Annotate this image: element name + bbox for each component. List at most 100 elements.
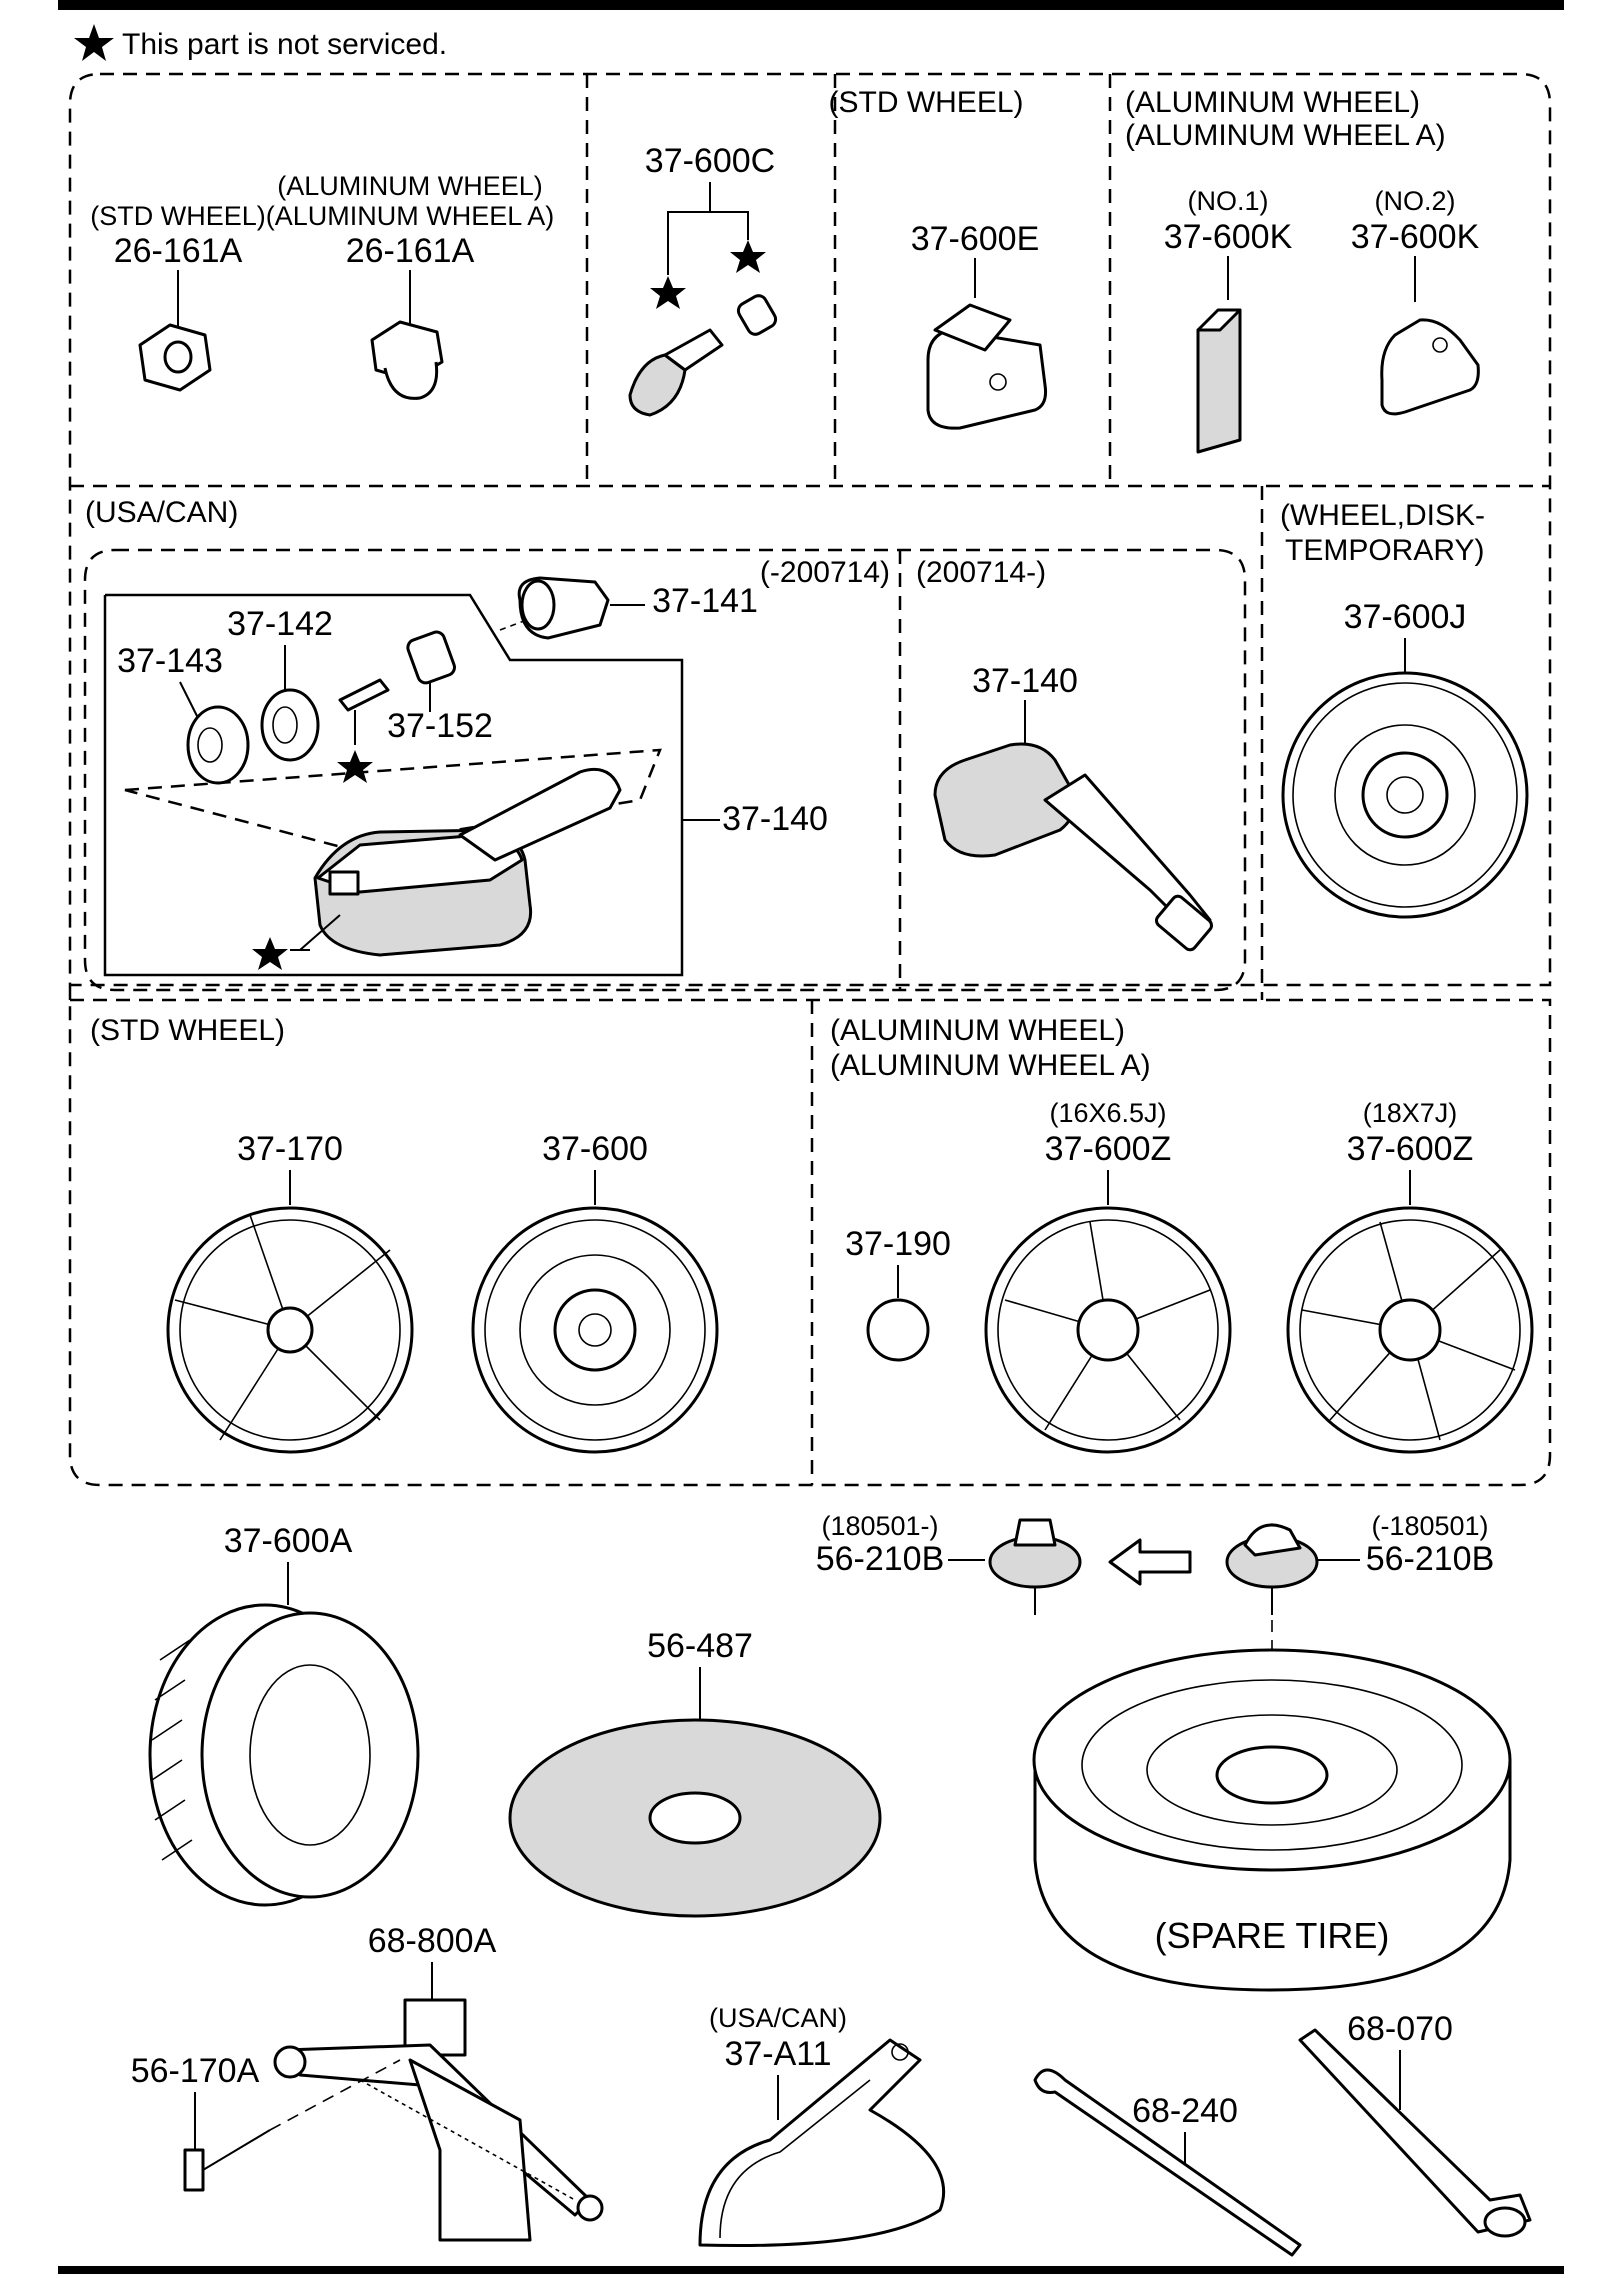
arrow-icon [1108, 1538, 1192, 1586]
part-number: 37-170 [237, 1130, 343, 1168]
alu-wheel-18-group: (18X7J) 37-600Z [1286, 1098, 1534, 1454]
tpms-early-date: (-200714) [760, 556, 890, 589]
qualifier: (NO.1) [1188, 186, 1269, 216]
spare-bolt-icon [1225, 1523, 1319, 1615]
part-number: 37-600K [1164, 218, 1293, 256]
spare-tire-group: (SPARE TIRE) [1032, 1648, 1512, 1992]
variant-label: (STD WHEEL) [90, 201, 266, 231]
alu-wheels-variant-1: (ALUMINUM WHEEL) [830, 1014, 1125, 1047]
part-number: 37-600Z [1045, 1130, 1172, 1168]
spare-tire-icon [1032, 1648, 1512, 1992]
clip-weight-icon [926, 303, 1047, 430]
spare-bolt-old-group: (-180501) 56-210B [1225, 1511, 1495, 1615]
part-number: 68-240 [1132, 2092, 1238, 2130]
variant-label-1: (ALUMINUM WHEEL) [277, 171, 543, 201]
lug-wrench-icon [1298, 2028, 1532, 2238]
part-number: 37-600K [1351, 218, 1480, 256]
part-number: 26-161A [346, 232, 475, 270]
part-number: 37-600A [224, 1522, 353, 1560]
part-number: 26-161A [114, 232, 243, 270]
legend: This part is not serviced. [74, 24, 447, 61]
variant-label-1: (ALUMINUM WHEEL) [1125, 86, 1420, 119]
top-rule [58, 0, 1564, 10]
bolt-part-number: 56-170A [131, 2052, 260, 2090]
frame-bottom [68, 998, 1552, 1487]
alloy-wheel-icon [1286, 1206, 1534, 1454]
part-number: 37-600 [542, 1130, 648, 1168]
tire-group: 37-600A [148, 1522, 420, 1907]
part-number: 37-600Z [1347, 1130, 1474, 1168]
variant-label-2: (ALUMINUM WHEEL A) [266, 201, 555, 231]
part-number: 37-140 [722, 800, 828, 838]
mat-icon [508, 1718, 882, 1918]
adhesive-weight-icon [1196, 308, 1242, 454]
part-number: 37-142 [227, 605, 333, 643]
variant-label-2: TEMPORARY) [1285, 534, 1484, 567]
tire-icon [148, 1603, 420, 1907]
date-label: (-180501) [1371, 1511, 1488, 1541]
part-number: 37-A11 [724, 2035, 831, 2073]
spare-tire-label: (SPARE TIRE) [1155, 1915, 1390, 1956]
tpms-late-date: (200714-) [916, 556, 1046, 589]
jack-handle-icon [1033, 2068, 1302, 2257]
hex-nut-icon [138, 323, 212, 392]
tpms-sensor-icon [313, 767, 622, 957]
wheel-cover-group: 37-170 [166, 1130, 414, 1454]
star-icon [252, 937, 288, 970]
jack-group: 68-800A 56-170A [131, 1922, 604, 2242]
wheel-cover-icon [166, 1206, 414, 1454]
valve-core-icon [338, 678, 390, 712]
alu-wheels-variant-2: (ALUMINUM WHEEL A) [830, 1049, 1151, 1082]
grommet-icon [186, 705, 250, 785]
lug-nut-std-group: (STD WHEEL) 26-161A [90, 201, 266, 392]
balance-weight-alu-group: (ALUMINUM WHEEL) (ALUMINUM WHEEL A) (NO.… [1125, 86, 1480, 454]
steel-wheel-group: 37-600 [471, 1130, 719, 1454]
valve-group: 37-600C [628, 142, 778, 417]
part-number: 37-600J [1344, 598, 1467, 636]
size-label: (18X7J) [1363, 1098, 1458, 1128]
star-icon [650, 276, 686, 309]
balance-weight-std-group: (STD WHEEL) 37-600E [829, 86, 1047, 430]
part-number: 37-152 [387, 707, 493, 745]
star-icon [730, 240, 766, 273]
wrench-group: 68-070 [1298, 2010, 1532, 2238]
std-wheels-variant: (STD WHEEL) [90, 1014, 285, 1047]
part-number: 37-600E [911, 220, 1040, 258]
tpms-early-group: 37-143 37-142 37-141 37-152 37-140 [103, 576, 828, 977]
temp-wheel-group: (WHEEL,DISK- TEMPORARY) 37-600J [1280, 499, 1529, 919]
spare-bolt-icon [988, 1518, 1082, 1615]
part-number: 37-141 [652, 582, 758, 620]
center-cap-icon [866, 1298, 930, 1362]
region-label: (USA/CAN) [709, 2003, 847, 2033]
part-number: 37-600C [645, 142, 775, 180]
scissor-jack-icon [273, 1998, 604, 2242]
valve-stem-icon [628, 294, 778, 417]
qualifier: (NO.2) [1375, 186, 1456, 216]
washer-icon [260, 688, 320, 762]
valve-nut-icon [517, 576, 610, 640]
part-number: 37-143 [117, 642, 223, 680]
legend-text: This part is not serviced. [122, 28, 447, 61]
steel-wheel-icon [471, 1206, 719, 1454]
star-icon [74, 24, 114, 61]
part-number: 56-210B [1366, 1540, 1495, 1578]
variant-label-1: (WHEEL,DISK- [1280, 499, 1485, 532]
tpms-region: (USA/CAN) [85, 496, 238, 529]
clip-weight-icon [1380, 318, 1480, 416]
frame-tpms [83, 548, 1247, 992]
strap-icon [698, 2038, 946, 2248]
jack-bolt-icon [183, 2129, 271, 2192]
part-number: 56-487 [647, 1627, 753, 1665]
part-number: 68-070 [1347, 2010, 1453, 2048]
center-cap-group: 37-190 [845, 1225, 951, 1362]
spare-bolt-new-group: (180501-) 56-210B [816, 1511, 1082, 1615]
date-label: (180501-) [821, 1511, 938, 1541]
handle-group: 68-240 [1033, 2068, 1302, 2257]
variant-label: (STD WHEEL) [829, 86, 1024, 119]
frame-top [68, 72, 1552, 987]
alloy-wheel-icon [984, 1206, 1232, 1454]
valve-cap-icon [406, 630, 456, 685]
bottom-rule [58, 2266, 1564, 2274]
part-number: 56-210B [816, 1540, 945, 1578]
